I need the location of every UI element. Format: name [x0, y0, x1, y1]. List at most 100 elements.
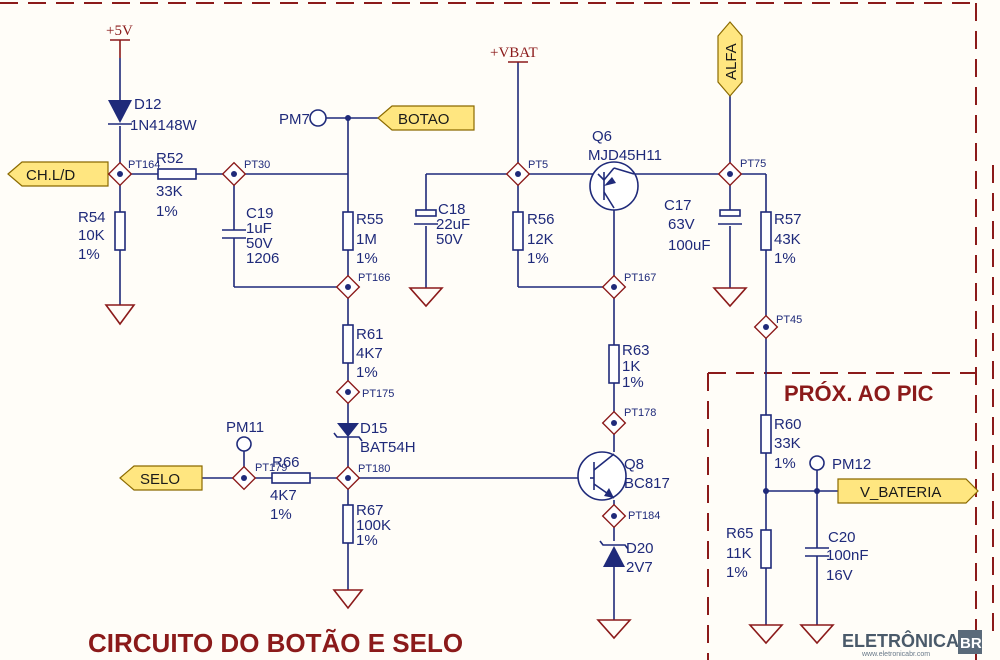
r56-value: 12K: [527, 231, 554, 248]
r61-tolerance: 1%: [356, 364, 378, 381]
capacitor-c19: C19 1uF 50V 1206: [222, 205, 279, 267]
c20-voltage: 16V: [826, 567, 853, 584]
c19-value: 1uF: [246, 220, 272, 237]
c19-voltage: 50V: [246, 235, 273, 252]
resistor-r63: R63 1K 1%: [608, 342, 650, 391]
transistor-q6: Q6 MJD45H11: [588, 128, 662, 211]
d15-ref: D15: [360, 420, 388, 437]
r67-tolerance: 1%: [356, 532, 378, 549]
c19-ref: C19: [246, 205, 274, 222]
r56-ref: R56: [527, 211, 555, 228]
pt180-label: PT180: [358, 463, 390, 475]
r55-value: 1M: [356, 231, 377, 248]
resistor-r60: R60 33K 1%: [760, 414, 802, 472]
c18-value: 22uF: [436, 216, 470, 233]
tag-botao-label: BOTAO: [398, 111, 449, 128]
capacitor-c17: C17 63V 100uF: [664, 197, 742, 254]
tp-pt167: PT167: [601, 272, 656, 300]
tp-pm7: PM7: [279, 109, 327, 128]
resistor-r57: R57 43K 1%: [760, 211, 802, 267]
r67-ref: R67: [356, 502, 384, 519]
tp-pm11: PM11: [226, 419, 264, 452]
pt167-label: PT167: [624, 272, 656, 284]
tp-pt75: PT75: [717, 158, 766, 187]
pm7-label: PM7: [279, 111, 310, 128]
brand-logo: ELETRÔNICA BR www.eletronicabr.com: [842, 630, 982, 658]
logo-name: ELETRÔNICA: [842, 630, 959, 651]
d12-part: 1N4148W: [130, 117, 198, 134]
r52-ref: R52: [156, 150, 184, 167]
r63-tolerance: 1%: [622, 374, 644, 391]
resistor-r54: R54 10K 1%: [78, 209, 126, 263]
r56-tolerance: 1%: [527, 250, 549, 267]
pt175-label: PT175: [362, 388, 394, 400]
tag-botao: BOTAO: [377, 105, 475, 131]
r66-value: 4K7: [270, 487, 297, 504]
c18-ref: C18: [438, 201, 466, 218]
testpoints: PT164 PT30 PT166 PT175 PT179 PT180: [107, 109, 871, 529]
wires: [108, 58, 838, 625]
tp-pt5: PT5: [505, 159, 548, 187]
tp-pt175: PT175: [335, 379, 394, 405]
power-vbat: +VBAT: [490, 45, 538, 63]
c17-voltage: 63V: [668, 216, 695, 233]
c19-package: 1206: [246, 250, 279, 267]
resistor-r65: R65 11K 1%: [726, 525, 772, 581]
r63-ref: R63: [622, 342, 650, 359]
pt164-label: PT164: [128, 159, 160, 171]
diode-d20: D20 2V7: [599, 540, 654, 576]
tag-selo: SELO: [119, 465, 203, 491]
r65-value: 11K: [726, 545, 752, 562]
diode-d12: D12 1N4148W: [108, 96, 198, 134]
r65-tolerance: 1%: [726, 564, 748, 581]
section-title: PRÓX. AO PIC: [784, 381, 934, 406]
d20-ref: D20: [626, 540, 654, 557]
r60-value: 33K: [774, 435, 801, 452]
tp-pt184: PT184: [601, 503, 660, 529]
r54-value: 10K: [78, 227, 105, 244]
r61-value: 4K7: [356, 345, 383, 362]
pt184-label: PT184: [628, 510, 660, 522]
pm12-label: PM12: [832, 456, 871, 473]
tag-alfa: ALFA: [717, 21, 743, 97]
d20-part: 2V7: [626, 559, 653, 576]
tp-pt179: PT179: [231, 462, 287, 491]
logo-url: www.eletronicabr.com: [861, 651, 930, 658]
diode-d15: D15 BAT54H: [333, 420, 416, 456]
pt166-label: PT166: [358, 272, 390, 284]
resistor-r67: R67 100K 1%: [342, 502, 391, 549]
r55-ref: R55: [356, 211, 384, 228]
tag-vbateria: V_BATERIA: [837, 478, 979, 504]
tp-pt180: PT180: [335, 463, 390, 491]
pt45-label: PT45: [776, 314, 802, 326]
pm11-label: PM11: [226, 419, 264, 436]
power-5v-label: +5V: [106, 23, 133, 39]
junctions: [345, 115, 820, 494]
d12-ref: D12: [134, 96, 162, 113]
tag-chld: CH.L/D: [7, 161, 109, 187]
c20-value: 100nF: [826, 547, 869, 564]
q8-part: BC817: [624, 475, 670, 492]
r55-tolerance: 1%: [356, 250, 378, 267]
resistor-r55: R55 1M 1%: [342, 211, 384, 267]
tp-pt164: PT164: [107, 159, 160, 187]
c17-value: 100uF: [668, 237, 711, 254]
r57-value: 43K: [774, 231, 801, 248]
r52-tolerance: 1%: [156, 203, 178, 220]
transistor-q8: Q8 BC817: [577, 451, 670, 501]
resistor-r52: R52 33K 1%: [156, 150, 197, 220]
r52-value: 33K: [156, 183, 183, 200]
resistor-r66: R66 4K7 1%: [270, 454, 311, 523]
tag-chld-label: CH.L/D: [26, 167, 75, 184]
q6-part: MJD45H11: [588, 147, 662, 164]
capacitor-c20: C20 100nF 16V: [805, 529, 869, 584]
tp-pt178: PT178: [601, 407, 656, 436]
r57-ref: R57: [774, 211, 802, 228]
c18-voltage: 50V: [436, 231, 463, 248]
r54-ref: R54: [78, 209, 106, 226]
r66-tolerance: 1%: [270, 506, 292, 523]
pt30-label: PT30: [244, 159, 270, 171]
pt178-label: PT178: [624, 407, 656, 419]
